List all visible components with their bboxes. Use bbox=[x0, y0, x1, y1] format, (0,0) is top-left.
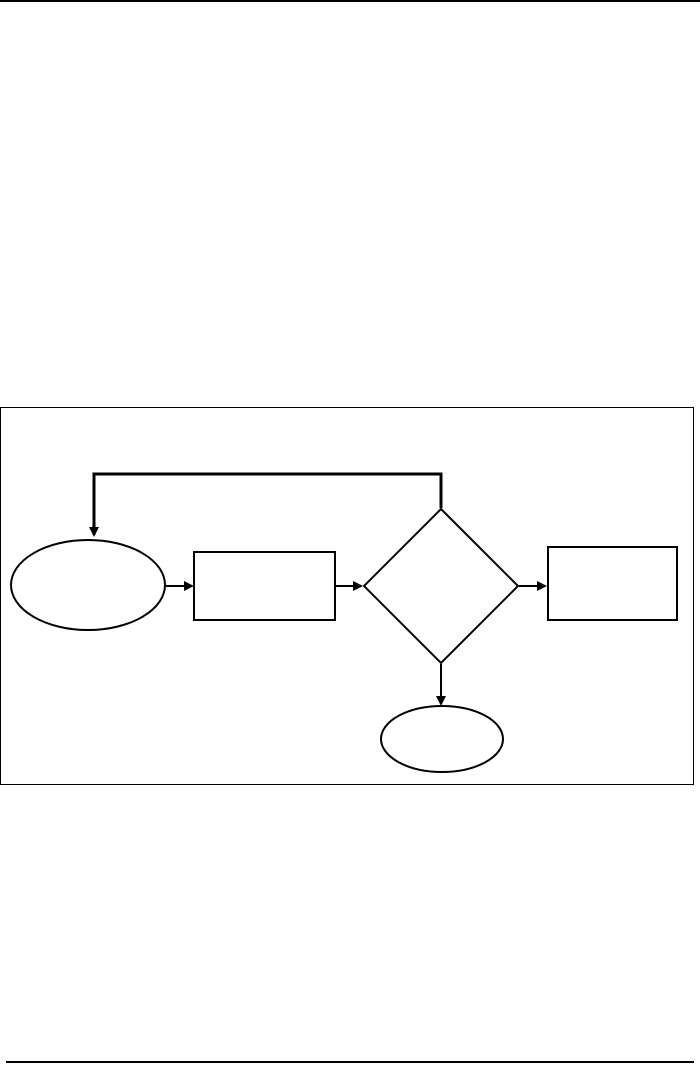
edge-decision-to-start bbox=[89, 472, 443, 537]
node-output bbox=[547, 546, 678, 621]
node-decision bbox=[362, 507, 520, 665]
node-process bbox=[193, 551, 336, 621]
flowchart-diagram bbox=[10, 472, 678, 773]
node-start bbox=[10, 539, 166, 631]
header-rule bbox=[0, 0, 700, 2]
node-end bbox=[380, 705, 504, 773]
footer-rule bbox=[6, 1061, 694, 1063]
diagram-frame bbox=[0, 407, 694, 785]
